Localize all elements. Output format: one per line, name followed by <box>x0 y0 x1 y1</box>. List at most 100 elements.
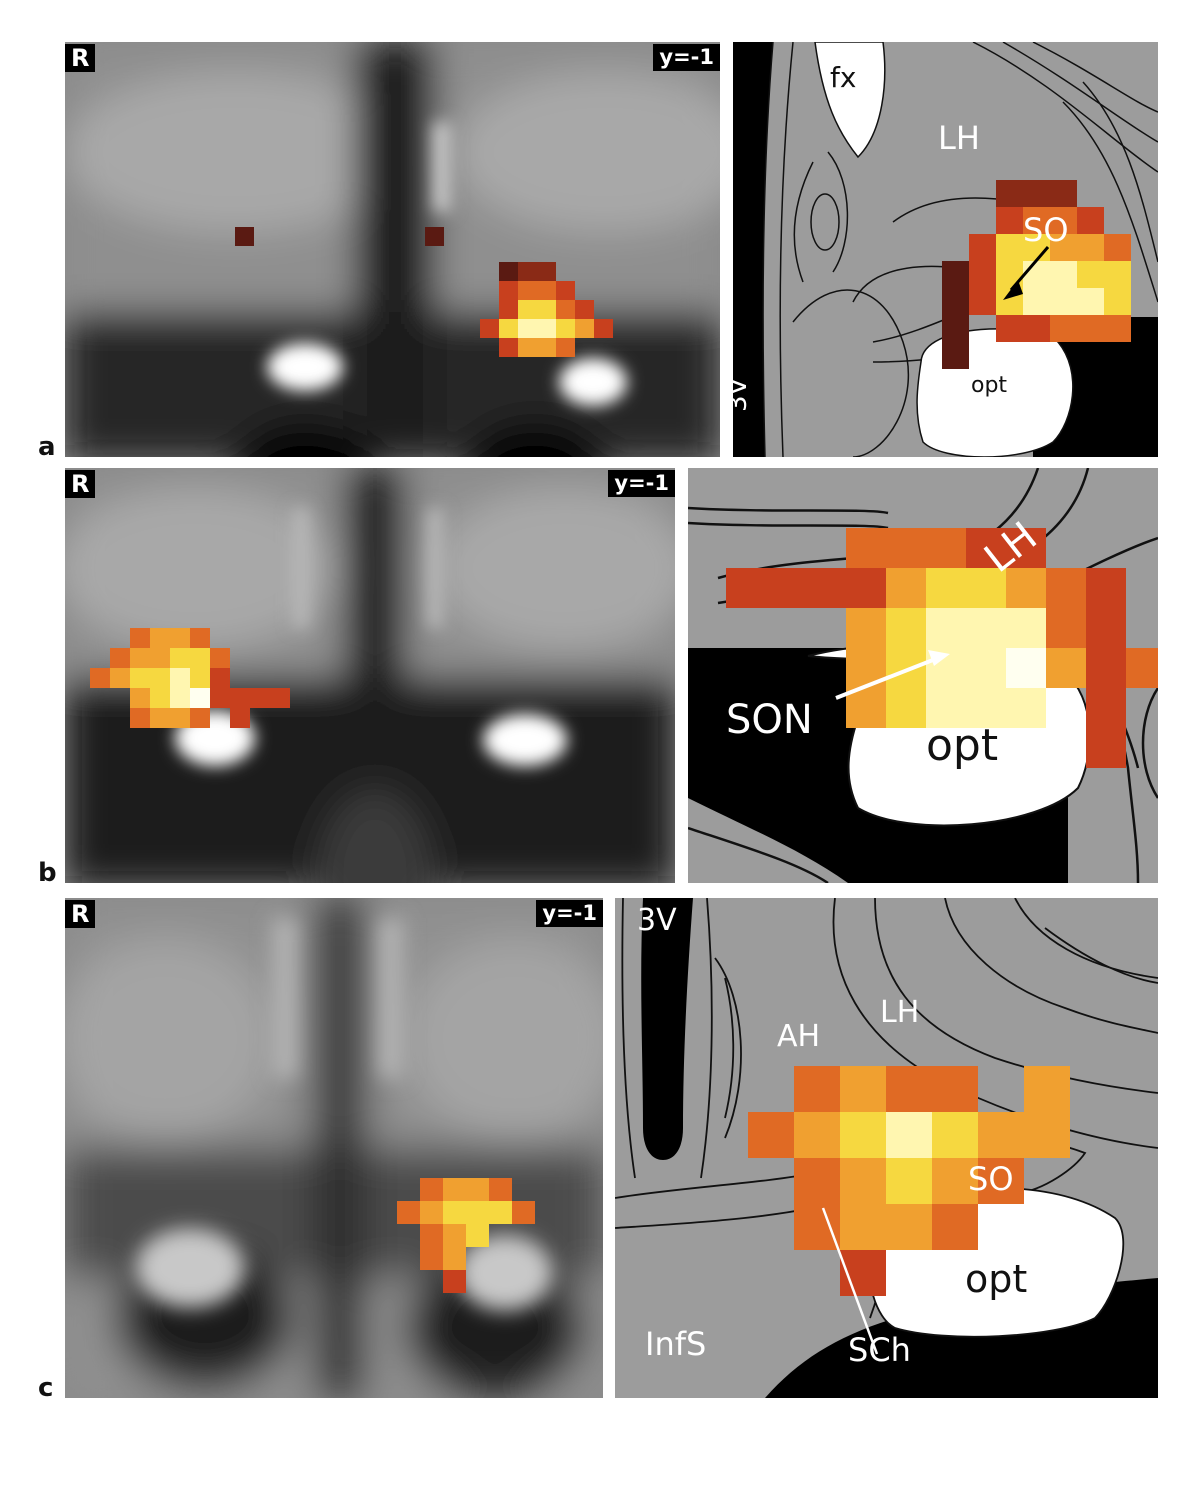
activation-voxel <box>886 568 926 608</box>
activation-voxel <box>1006 528 1046 568</box>
row-c-orientation-label: R <box>65 900 96 928</box>
activation-voxel <box>170 688 190 708</box>
row-a-label-lh: LH <box>938 119 980 157</box>
row-a-atlas-panel: fx LH SO opt 3V <box>733 42 1158 457</box>
activation-voxel <box>932 1204 978 1250</box>
activation-voxel <box>969 261 996 288</box>
row-c-atlas-panel: 3V AH LH SO opt InfS SCh <box>615 898 1158 1398</box>
activation-voxel <box>966 608 1006 648</box>
activation-voxel <box>840 1066 886 1112</box>
activation-voxel <box>518 338 537 357</box>
activation-voxel <box>480 319 499 338</box>
row-a-label-so: SO <box>1023 211 1069 249</box>
activation-voxel <box>230 708 250 728</box>
activation-voxel <box>499 300 518 319</box>
row-c-coordinate-label: y=-1 <box>536 900 603 927</box>
activation-voxel <box>397 1201 420 1224</box>
row-b-mri-image <box>65 468 675 883</box>
activation-voxel <box>978 1112 1024 1158</box>
activation-voxel <box>926 568 966 608</box>
activation-voxel <box>932 1158 978 1204</box>
activation-voxel <box>926 528 966 568</box>
activation-voxel <box>518 281 537 300</box>
activation-voxel <box>270 688 290 708</box>
activation-voxel <box>1086 728 1126 768</box>
activation-voxel <box>230 688 250 708</box>
activation-voxel <box>1050 261 1077 288</box>
activation-voxel <box>942 342 969 369</box>
activation-voxel <box>150 708 170 728</box>
activation-voxel <box>150 628 170 648</box>
activation-voxel <box>556 338 575 357</box>
activation-voxel <box>110 648 130 668</box>
activation-voxel <box>886 688 926 728</box>
activation-voxel <box>420 1178 443 1201</box>
activation-voxel <box>499 319 518 338</box>
activation-voxel <box>1086 608 1126 648</box>
activation-voxel <box>443 1178 466 1201</box>
activation-voxel <box>150 668 170 688</box>
activation-voxel <box>190 688 210 708</box>
activation-voxel <box>210 648 230 668</box>
row-c-label-infs: InfS <box>645 1325 707 1363</box>
row-b-atlas-panel: LH SON opt <box>688 468 1158 883</box>
activation-voxel <box>1006 568 1046 608</box>
activation-voxel <box>1046 648 1086 688</box>
activation-voxel <box>110 668 130 688</box>
activation-voxel <box>512 1201 535 1224</box>
row-c-label-ah: AH <box>777 1019 821 1054</box>
activation-voxel <box>443 1201 466 1224</box>
activation-voxel <box>190 708 210 728</box>
activation-voxel <box>886 1112 932 1158</box>
row-a-letter: a <box>38 432 56 462</box>
activation-voxel <box>942 261 969 288</box>
activation-voxel <box>1024 1066 1070 1112</box>
activation-voxel <box>942 288 969 315</box>
activation-voxel <box>846 568 886 608</box>
row-c-mri-activation <box>397 1178 535 1293</box>
activation-voxel <box>1077 207 1104 234</box>
activation-voxel <box>966 688 1006 728</box>
row-c-label-so: SO <box>968 1160 1014 1198</box>
activation-voxel <box>1006 648 1046 688</box>
activation-voxel <box>489 1178 512 1201</box>
row-a-mri-image <box>65 42 720 457</box>
activation-voxel <box>996 234 1023 261</box>
activation-voxel <box>130 628 150 648</box>
activation-voxel <box>130 648 150 668</box>
row-a-label-fx: fx <box>830 61 857 94</box>
activation-voxel <box>1046 608 1086 648</box>
activation-voxel <box>1024 1112 1070 1158</box>
activation-voxel <box>190 668 210 688</box>
activation-voxel <box>1077 261 1104 288</box>
row-b-orientation-label: R <box>65 470 96 498</box>
row-b-atlas-drawing <box>688 468 1158 883</box>
activation-voxel <box>966 648 1006 688</box>
row-b-atlas-activation <box>726 528 1158 768</box>
activation-voxel <box>556 319 575 338</box>
row-c-mri-panel: R y=-1 <box>65 898 603 1398</box>
row-c-mri-image <box>65 898 603 1398</box>
row-c-label-lh: LH <box>880 995 920 1030</box>
activation-voxel <box>190 648 210 668</box>
activation-voxel <box>150 688 170 708</box>
activation-voxel <box>1050 288 1077 315</box>
activation-voxel <box>1023 315 1050 342</box>
activation-voxel <box>794 1158 840 1204</box>
activation-voxel <box>518 319 537 338</box>
activation-voxel <box>420 1224 443 1247</box>
activation-voxel <box>466 1224 489 1247</box>
activation-voxel <box>996 180 1023 207</box>
activation-voxel <box>840 1158 886 1204</box>
activation-voxel <box>130 668 150 688</box>
activation-voxel <box>966 568 1006 608</box>
activation-voxel <box>537 300 556 319</box>
activation-voxel <box>1104 315 1131 342</box>
activation-voxel <box>575 319 594 338</box>
activation-voxel <box>926 688 966 728</box>
activation-voxel <box>466 1178 489 1201</box>
activation-voxel <box>443 1270 466 1293</box>
row-a-orientation-label: R <box>65 44 96 72</box>
activation-voxel <box>1050 207 1077 234</box>
row-a-atlas-drawing <box>733 42 1158 457</box>
